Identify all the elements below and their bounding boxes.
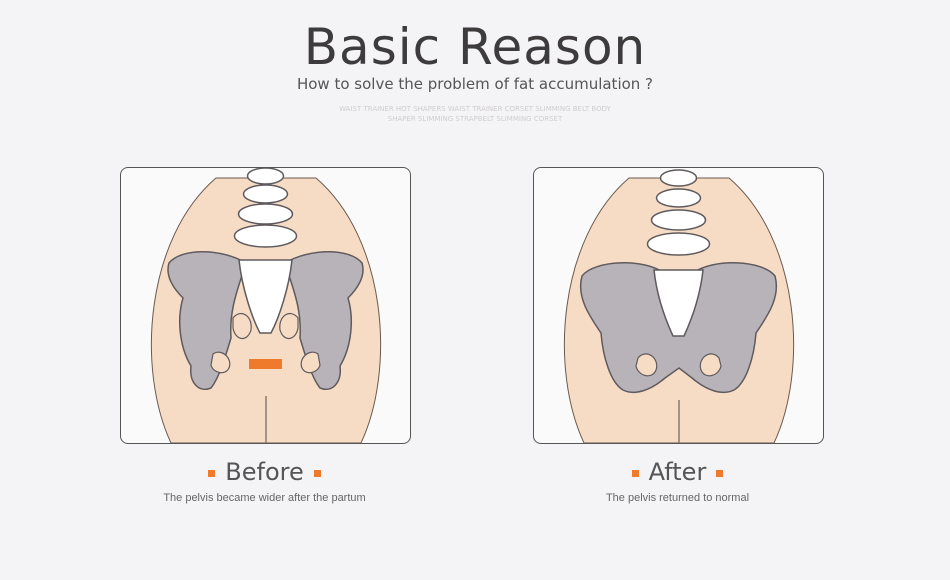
bullet-square-icon xyxy=(208,469,216,477)
after-caption: After xyxy=(533,458,822,486)
page-subtitle: How to solve the problem of fat accumula… xyxy=(296,75,654,93)
page-title: Basic Reason xyxy=(303,18,647,76)
before-panel xyxy=(120,167,411,444)
pelvis-normal-icon xyxy=(563,169,795,443)
after-panel xyxy=(533,167,824,444)
pelvis-wide-icon xyxy=(150,168,382,443)
before-label: Before xyxy=(225,458,304,486)
before-caption: Before xyxy=(120,458,409,486)
after-label: After xyxy=(648,458,707,486)
after-description: The pelvis returned to normal xyxy=(605,492,750,504)
watermark-line-2: SHAPER SLIMMING STRAPBELT SLIMMING CORSE… xyxy=(387,115,563,123)
bullet-square-icon xyxy=(313,469,321,477)
bullet-square-icon xyxy=(716,469,724,477)
bullet-square-icon xyxy=(631,469,639,477)
watermark-line-1: WAIST TRAINER HOT SHAPERS WAIST TRAINER … xyxy=(339,105,611,113)
gap-marker xyxy=(249,359,282,369)
before-description: The pelvis became wider after the partum xyxy=(163,492,366,504)
watermark-text: WAIST TRAINER HOT SHAPERS WAIST TRAINER … xyxy=(300,104,650,124)
